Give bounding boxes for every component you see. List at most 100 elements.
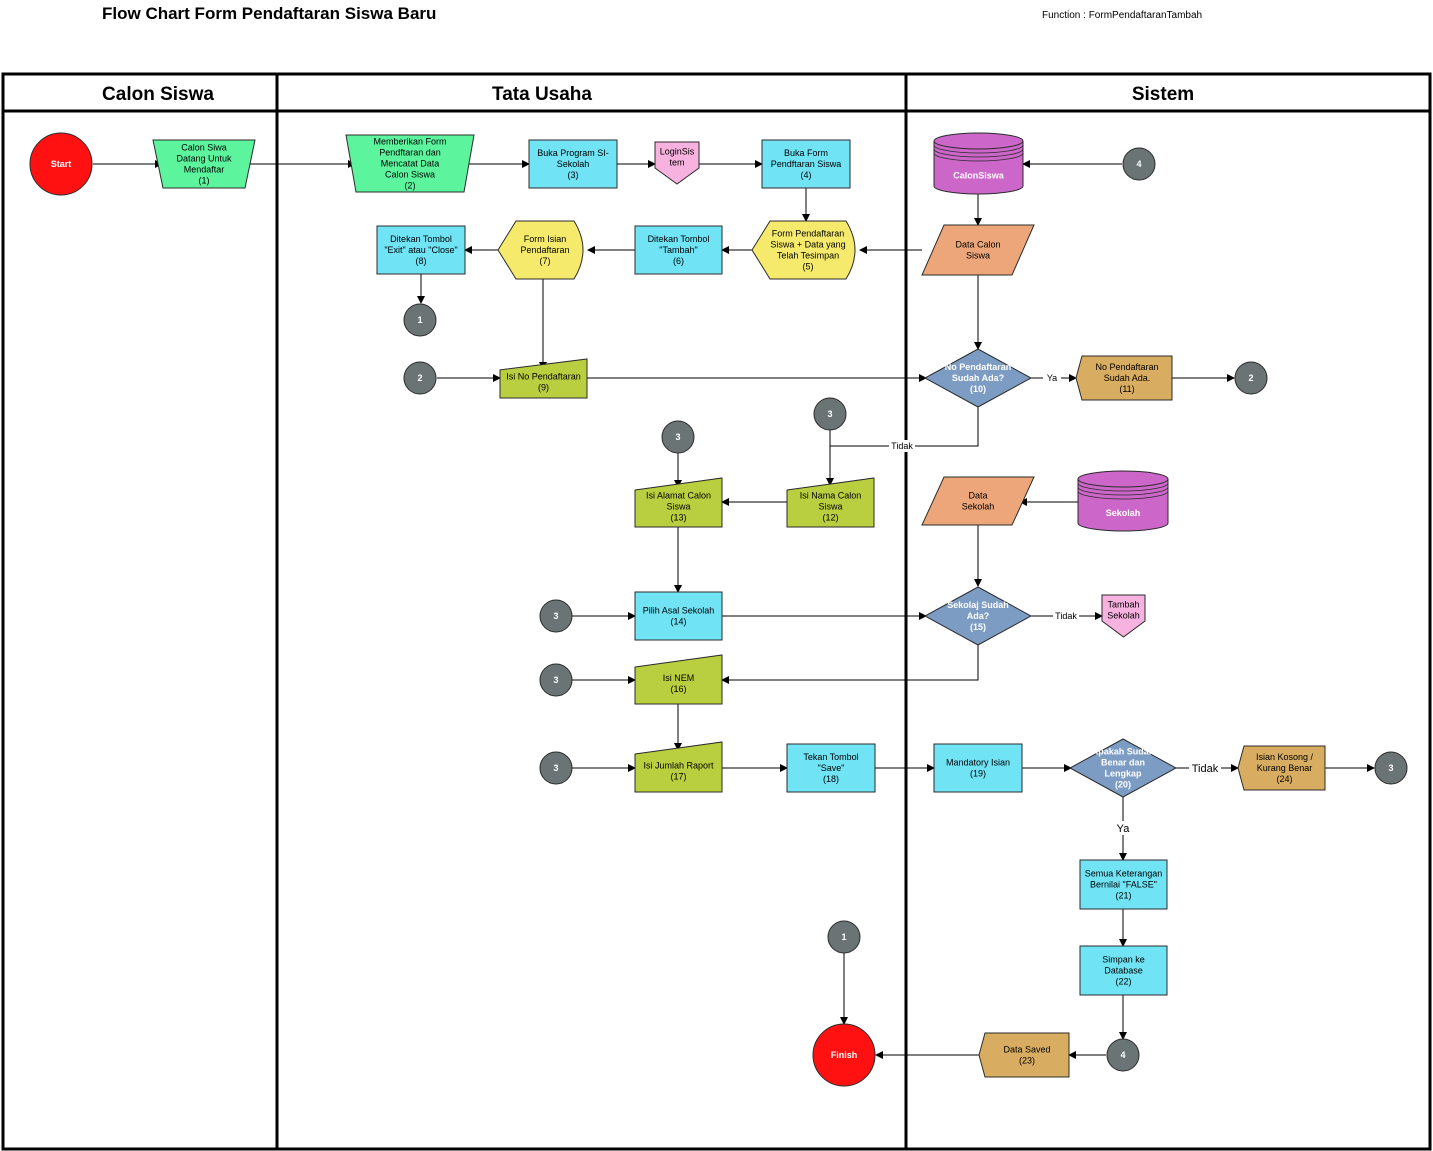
node-c4b-line-1: 4 bbox=[1120, 1050, 1125, 1060]
node-n12-line-2: Siswa bbox=[818, 502, 842, 512]
node-n14-line-2: (14) bbox=[670, 617, 686, 627]
node-n2-line-3: Mencatat Data bbox=[381, 159, 440, 169]
node-n14: Pilih Asal Sekolah(14) bbox=[634, 591, 723, 641]
node-data-calon-line-1: Data Calon bbox=[955, 240, 1000, 250]
node-n5-line-4: (5) bbox=[803, 262, 814, 272]
node-c3e: 3 bbox=[539, 751, 573, 785]
node-n15-line-3: (15) bbox=[970, 622, 986, 632]
node-n11-line-2: Sudah Ada. bbox=[1104, 373, 1151, 383]
node-data-calon: Data CalonSiswa bbox=[921, 224, 1035, 276]
edge-label-tidak-10: Tidak bbox=[891, 441, 913, 451]
node-data-sekolah-line-2: Sekolah bbox=[962, 502, 995, 512]
node-tambah-line-1: Tambah bbox=[1107, 600, 1139, 610]
node-c3c-line-1: 3 bbox=[553, 611, 558, 621]
node-n12-line-1: Isi Nama Calon bbox=[800, 491, 862, 501]
edge-label-bg-tidak-15 bbox=[1053, 610, 1079, 622]
node-n17-line-1: Isi Jumlah Raport bbox=[643, 761, 714, 771]
node-n1-line-1: Calon Siwa bbox=[181, 143, 227, 153]
function-label: Function : FormPendaftaranTambah bbox=[1042, 10, 1202, 21]
node-n20-line-2: Benar dan bbox=[1101, 758, 1145, 768]
node-n19: Mandatory Isian(19) bbox=[933, 743, 1023, 793]
lane-header-tata-usaha: Tata Usaha bbox=[492, 84, 592, 105]
edge-label-tidak-15: Tidak bbox=[1055, 611, 1077, 621]
node-n11-line-1: No Pendaftaran bbox=[1095, 362, 1158, 372]
node-n5-line-2: Siswa + Data yang bbox=[770, 240, 845, 250]
node-c3d: 3 bbox=[539, 663, 573, 697]
node-n10-line-2: Sudah Ada? bbox=[952, 373, 1004, 383]
node-n24: Isian Kosong /Kurang Benar(24) bbox=[1237, 745, 1326, 791]
node-n13-line-1: Isi Alamat Calon bbox=[646, 491, 711, 501]
edge-label-bg-tidak-10 bbox=[889, 440, 915, 452]
node-n13-line-2: Siswa bbox=[666, 502, 690, 512]
node-n3-line-3: (3) bbox=[568, 170, 579, 180]
node-n19-line-2: (19) bbox=[970, 769, 986, 779]
node-n9-line-2: (9) bbox=[538, 383, 549, 393]
node-n17: Isi Jumlah Raport(17) bbox=[634, 741, 723, 793]
node-n1-line-4: (1) bbox=[199, 176, 210, 186]
node-c4b: 4 bbox=[1106, 1038, 1140, 1072]
node-n18: Tekan Tombol"Save"(18) bbox=[786, 743, 876, 793]
node-c4a: 4 bbox=[1122, 147, 1156, 181]
node-n8-line-3: (8) bbox=[416, 256, 427, 266]
node-n23-line-2: (23) bbox=[1019, 1056, 1035, 1066]
node-start: Start bbox=[29, 132, 93, 196]
node-c2a-line-1: 2 bbox=[417, 373, 422, 383]
node-n21-line-1: Semua Keterangan bbox=[1085, 869, 1163, 879]
node-n22-line-1: Simpan ke bbox=[1102, 955, 1145, 965]
node-n10-line-1: No Pendaftaran bbox=[945, 362, 1012, 372]
edge-label-bg-ya-10 bbox=[1043, 372, 1061, 384]
node-n12-line-3: (12) bbox=[822, 513, 838, 523]
node-c4a-line-1: 4 bbox=[1136, 159, 1141, 169]
node-n16-line-1: Isi NEM bbox=[663, 673, 695, 683]
node-n24-line-3: (24) bbox=[1276, 774, 1292, 784]
node-db-sekolah-line-1: Sekolah bbox=[1106, 508, 1141, 518]
node-db-calon: CalonSiswa bbox=[933, 132, 1024, 195]
swimlane-frame bbox=[1, 72, 1432, 1151]
node-n17-line-2: (17) bbox=[670, 772, 686, 782]
node-n7-line-3: (7) bbox=[540, 256, 551, 266]
node-n13: Isi Alamat CalonSiswa(13) bbox=[634, 477, 723, 528]
node-c1b-line-1: 1 bbox=[841, 932, 846, 942]
node-n3: Buka Program SI-Sekolah(3) bbox=[528, 139, 618, 189]
node-finish: Finish bbox=[812, 1023, 876, 1087]
node-n13-line-3: (13) bbox=[670, 513, 686, 523]
edge-label-bg-tidak-20 bbox=[1189, 761, 1221, 775]
node-n4-line-2: Pendftaran Siswa bbox=[771, 159, 842, 169]
node-finish-line-1: Finish bbox=[831, 1050, 858, 1060]
connectors bbox=[93, 160, 1375, 1059]
node-n21-line-2: Bernilai "FALSE" bbox=[1090, 880, 1157, 890]
node-n3-line-1: Buka Program SI- bbox=[537, 148, 609, 158]
node-c3f: 3 bbox=[1374, 751, 1408, 785]
node-c2b-line-1: 2 bbox=[1248, 373, 1253, 383]
node-n24-line-1: Isian Kosong / bbox=[1256, 752, 1314, 762]
node-n22-line-2: Database bbox=[1104, 966, 1143, 976]
node-c1b: 1 bbox=[827, 920, 861, 954]
node-n4-line-1: Buka Form bbox=[784, 148, 828, 158]
node-n6: Ditekan Tombol"Tambah"(6) bbox=[634, 225, 723, 275]
node-n20-line-3: Lengkap bbox=[1104, 769, 1142, 779]
node-n7-line-2: Pendaftaran bbox=[520, 245, 569, 255]
node-db-calon-line-1: CalonSiswa bbox=[953, 171, 1005, 181]
node-n2-line-5: (2) bbox=[405, 181, 416, 191]
node-n5-line-1: Form Pendaftaran bbox=[772, 229, 845, 239]
node-n2-line-2: Pendftaran dan bbox=[379, 148, 441, 158]
node-n15-line-2: Ada? bbox=[967, 611, 990, 621]
node-c2b: 2 bbox=[1234, 361, 1268, 395]
node-db-sekolah: Sekolah bbox=[1077, 470, 1169, 532]
node-n23-line-1: Data Saved bbox=[1003, 1045, 1050, 1055]
node-n20-line-4: (20) bbox=[1115, 780, 1131, 790]
node-n12: Isi Nama CalonSiswa(12) bbox=[786, 477, 875, 528]
edge-label-ya-20: Ya bbox=[1117, 823, 1131, 835]
node-n16-line-2: (16) bbox=[670, 684, 686, 694]
node-c3e-line-1: 3 bbox=[553, 763, 558, 773]
edge-label-ya-10: Ya bbox=[1047, 373, 1057, 383]
node-n23: Data Saved(23) bbox=[978, 1032, 1070, 1078]
